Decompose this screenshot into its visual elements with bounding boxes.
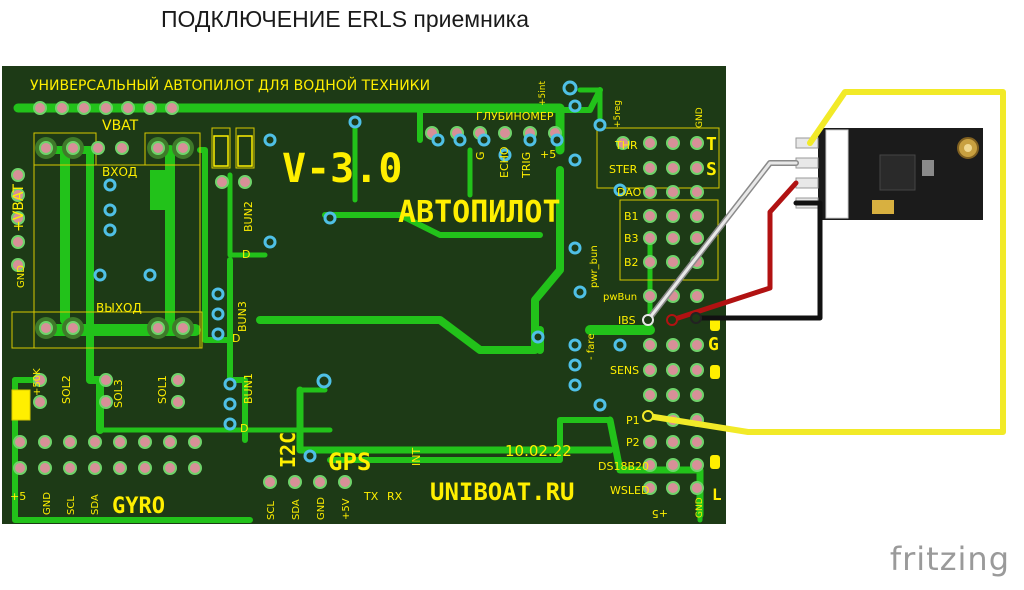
receiver-pin-strip xyxy=(825,129,849,219)
wire-gnd-black xyxy=(693,200,823,321)
vbat-label: VBAT xyxy=(102,118,139,134)
pwr-bun-label: pwr_bun xyxy=(589,245,600,288)
i2c-label: I2C xyxy=(276,432,300,468)
plus5-bottom-label: +5 xyxy=(652,507,668,520)
version-label: V-3.0 xyxy=(282,146,402,192)
gps-label: GPS xyxy=(328,448,371,476)
gps-pin-scl: SCL xyxy=(266,501,277,520)
gyro-pin-scl: SCL xyxy=(66,496,77,515)
wire-endpoints xyxy=(642,312,702,422)
receiver-pin-gnd: (-) xyxy=(838,198,846,206)
receiver-button xyxy=(872,200,894,214)
d-label-1: D xyxy=(242,248,250,261)
receiver-chip xyxy=(879,154,916,191)
wsled-label: WSLED xyxy=(610,484,649,497)
sens-label: SENS xyxy=(610,364,639,377)
s-label: S xyxy=(706,159,717,180)
diagram-title: ПОДКЛЮЧЕНИЕ ERLS приемника xyxy=(160,6,530,32)
trig-label: TRIG xyxy=(520,152,533,179)
l-label: L xyxy=(712,485,722,504)
gps-pin-tx: TX xyxy=(363,490,379,503)
p1-label: P1 xyxy=(626,414,640,427)
regulator-tab xyxy=(150,170,175,210)
ibs-label: IBS xyxy=(618,314,636,327)
silkscreen-outlines xyxy=(11,127,720,421)
gyro-label: GYRO xyxy=(112,494,165,519)
plus50k-label: +50K xyxy=(32,368,43,396)
gnd-top-label: GND xyxy=(695,107,705,128)
board-header: УНИВЕРСАЛЬНЫЙ АВТОПИЛОТ ДЛЯ ВОДНОЙ ТЕХНИ… xyxy=(30,76,430,94)
gyro-pin-sda: SDA xyxy=(90,494,101,515)
depth-sensor-label: ГЛУБИНОМЕР xyxy=(476,110,554,123)
bun2-label: BUN2 xyxy=(242,201,255,232)
vias xyxy=(93,80,627,463)
gps-pin-sda: SDA xyxy=(291,499,302,520)
connection-wires xyxy=(645,89,1006,435)
fare-label: - fare xyxy=(586,334,597,360)
silkscreen-text: УНИВЕРСАЛЬНЫЙ АВТОПИЛОТ ДЛЯ ВОДНОЙ ТЕХНИ… xyxy=(10,76,722,520)
plus-vbat-label: +VBAT xyxy=(11,184,27,232)
b3-label: B3 xyxy=(624,232,639,245)
bun3-label: BUN3 xyxy=(236,301,249,332)
plus5int-label: +5int xyxy=(538,81,548,106)
ds18b20-label: DS18B20 xyxy=(598,460,649,473)
gps-pin-rx: RX xyxy=(387,490,403,503)
receiver-pin-tx: TX xyxy=(838,157,846,167)
sol1-label: SOL1 xyxy=(156,375,169,404)
depth-g-label: G xyxy=(474,151,487,160)
receiver-pin-rx: RX xyxy=(838,138,846,148)
input-label: ВХОД xyxy=(102,165,137,179)
elrs-receiver: RX TX 5V (-) xyxy=(795,128,983,220)
sol3-label: SOL3 xyxy=(112,379,125,408)
echo-label: ECHO xyxy=(498,146,511,178)
depth-plus5-label: +5 xyxy=(540,148,556,161)
date-label: 10.02.22 xyxy=(505,442,572,460)
gyro-pin-plus5: +5 xyxy=(10,490,26,503)
ster-label: STER xyxy=(609,163,638,176)
gyro-pin-gnd: GND xyxy=(42,492,53,515)
int-label: INT xyxy=(410,448,423,466)
pin-pads xyxy=(11,101,720,495)
d-label-3: D xyxy=(240,422,248,435)
wire-rx-yellow xyxy=(645,89,1006,435)
b1-label: B1 xyxy=(624,210,639,223)
gps-pin-plus5v: +5V xyxy=(341,498,352,520)
dao-label: DAO xyxy=(617,186,642,199)
site-label: UNIBOAT.RU xyxy=(430,478,575,506)
output-label: ВЫХОД xyxy=(96,301,142,315)
p2-label: P2 xyxy=(626,436,640,449)
gnd-left-label: GND xyxy=(16,265,27,288)
thr-label: THR xyxy=(614,139,638,152)
t-label: T xyxy=(706,134,717,155)
receiver-pin-5v: 5V xyxy=(838,178,846,187)
g-right-label: G xyxy=(708,334,719,355)
pwbun-label: pwBun xyxy=(603,292,637,303)
plus5reg-label: +5reg xyxy=(613,100,623,128)
wire-5v-red xyxy=(669,180,799,323)
b2-label: B2 xyxy=(624,256,639,269)
board-name: АВТОПИЛОТ xyxy=(398,195,561,230)
resistors xyxy=(213,135,253,167)
fritzing-logo: fritzing xyxy=(889,540,1010,578)
bun1-label: BUN1 xyxy=(242,373,255,404)
receiver-crystal xyxy=(922,160,934,176)
sol2-label: SOL2 xyxy=(60,375,73,404)
d-label-2: D xyxy=(232,332,240,345)
gps-pin-gnd: GND xyxy=(316,497,327,520)
gnd-bottom-right-label: GND xyxy=(695,497,705,518)
